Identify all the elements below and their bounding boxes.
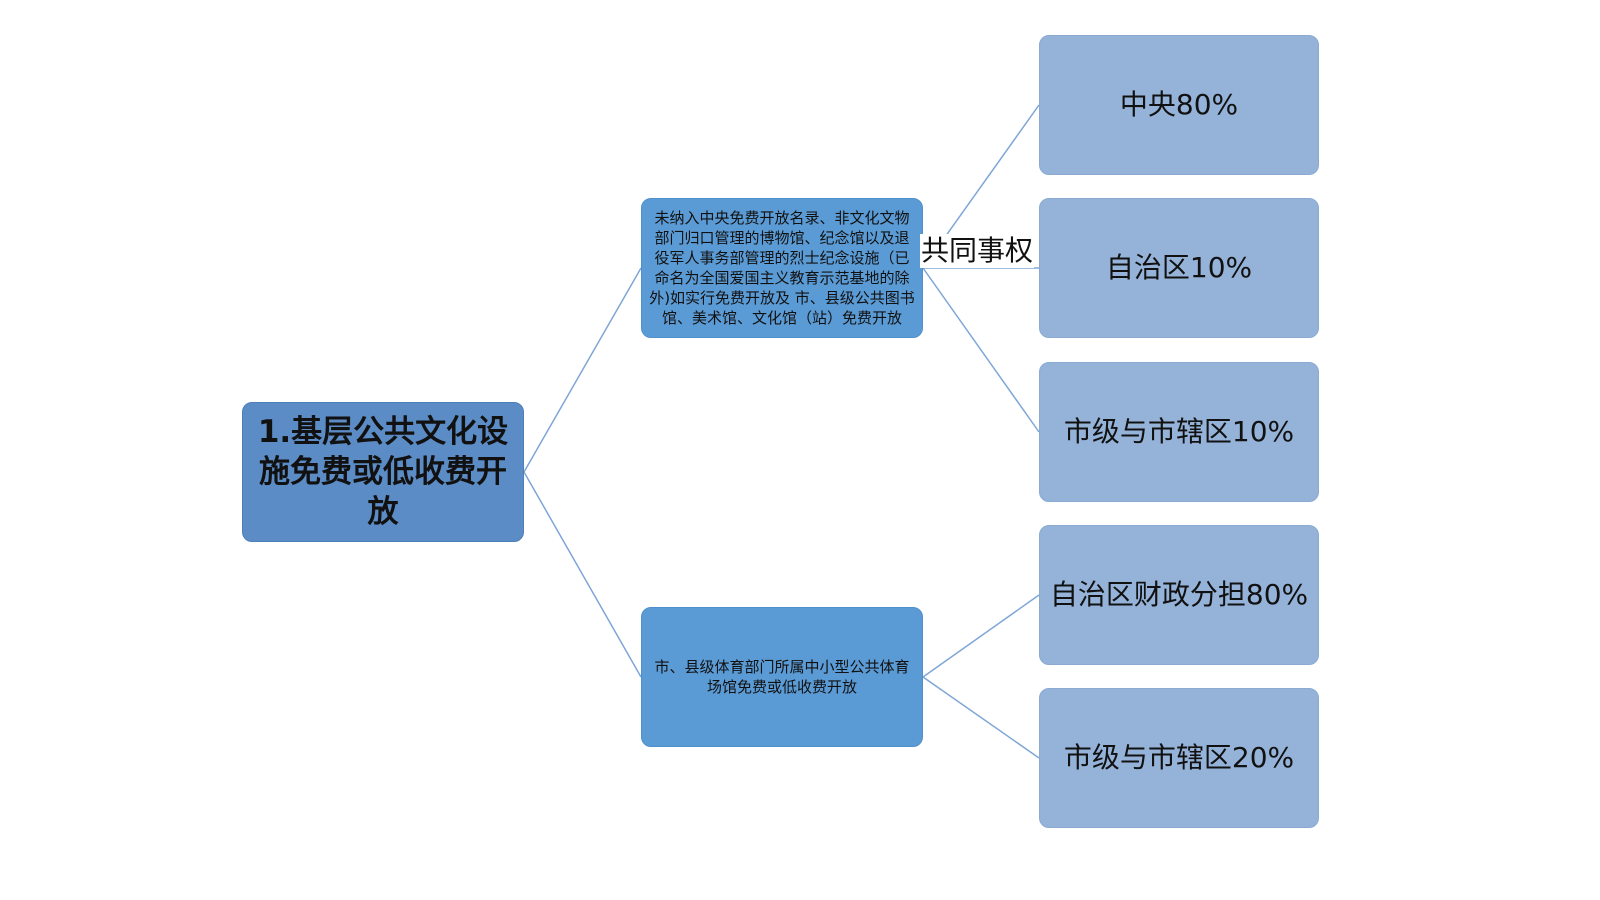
branch-node-2-label: 市、县级体育部门所属中小型公共体育场馆免费或低收费开放 — [654, 658, 910, 696]
connector-root-to-branch-2 — [523, 471, 642, 678]
branch-node-1-label: 未纳入中央免费开放名录、非文化文物部门归口管理的博物馆、纪念馆以及退役军人事务部… — [649, 209, 915, 327]
leaf-node-autonomous-region: 自治区10% — [1039, 198, 1319, 338]
shared-authority-label: 共同事权 — [920, 234, 1035, 268]
leaf-node-central: 中央80% — [1039, 35, 1319, 175]
connector-branch-2-to-leaf-5 — [922, 676, 1040, 759]
connector-branch-2-to-leaf-4 — [922, 594, 1040, 678]
branch-node-1: 未纳入中央免费开放名录、非文化文物部门归口管理的博物馆、纪念馆以及退役军人事务部… — [641, 198, 923, 338]
leaf-node-label: 自治区财政分担80% — [1049, 578, 1309, 611]
root-node-label: 1.基层公共文化设施免费或低收费开放 — [257, 414, 509, 530]
leaf-node-label: 中央80% — [1119, 88, 1239, 121]
leaf-node-label: 市级与市辖区20% — [1063, 741, 1295, 774]
leaf-node-city-district: 市级与市辖区10% — [1039, 362, 1319, 502]
leaf-node-city-district-share: 市级与市辖区20% — [1039, 688, 1319, 828]
leaf-node-label: 市级与市辖区10% — [1063, 415, 1295, 448]
root-node: 1.基层公共文化设施免费或低收费开放 — [242, 402, 524, 542]
connector-root-to-branch-1 — [523, 267, 642, 473]
leaf-node-label: 自治区10% — [1105, 251, 1253, 284]
leaf-node-autonomous-region-finance: 自治区财政分担80% — [1039, 525, 1319, 665]
connector-branch-1-to-leaf-3 — [922, 267, 1040, 433]
branch-node-2: 市、县级体育部门所属中小型公共体育场馆免费或低收费开放 — [641, 607, 923, 747]
